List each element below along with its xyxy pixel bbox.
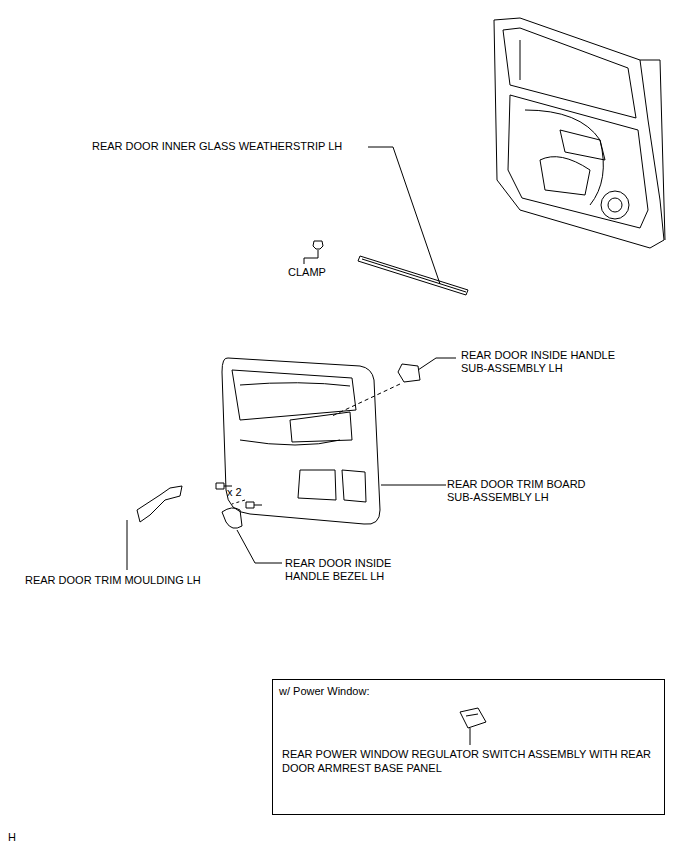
- leader-line: [127, 147, 470, 745]
- part-name: REAR DOOR INNER GLASS WEATHERSTRIP LH: [92, 140, 392, 153]
- handle-icon: [398, 364, 420, 382]
- weatherstrip: [358, 256, 468, 295]
- screw: [246, 502, 262, 508]
- moulding-icon: [137, 486, 182, 522]
- part-name: REAR DOOR INSIDE HANDLE BEZEL LH: [285, 557, 413, 583]
- part-name: REAR POWER WINDOW REGULATOR SWITCH ASSEM…: [282, 747, 657, 775]
- door-frame: [494, 18, 665, 248]
- trim-board: [222, 358, 380, 524]
- figure-code: H: [8, 831, 28, 844]
- assembly-line: [332, 384, 400, 416]
- switch-icon: [460, 708, 486, 728]
- clamp-icon: [313, 241, 323, 249]
- option-box: w/ Power Window: REAR POWER WINDOW REGULA…: [272, 679, 665, 815]
- part-name: CLAMP: [288, 266, 348, 279]
- condition-heading: w/ Power Window:: [279, 684, 479, 698]
- part-name: REAR DOOR TRIM MOULDING LH: [25, 574, 255, 587]
- bezel-icon: [222, 508, 242, 528]
- part-name: REAR DOOR INSIDE HANDLE SUB-ASSEMBLY LH: [461, 349, 639, 375]
- part-name: REAR DOOR TRIM BOARD SUB-ASSEMBLY LH: [447, 478, 612, 504]
- quantity-note: x 2: [227, 486, 257, 499]
